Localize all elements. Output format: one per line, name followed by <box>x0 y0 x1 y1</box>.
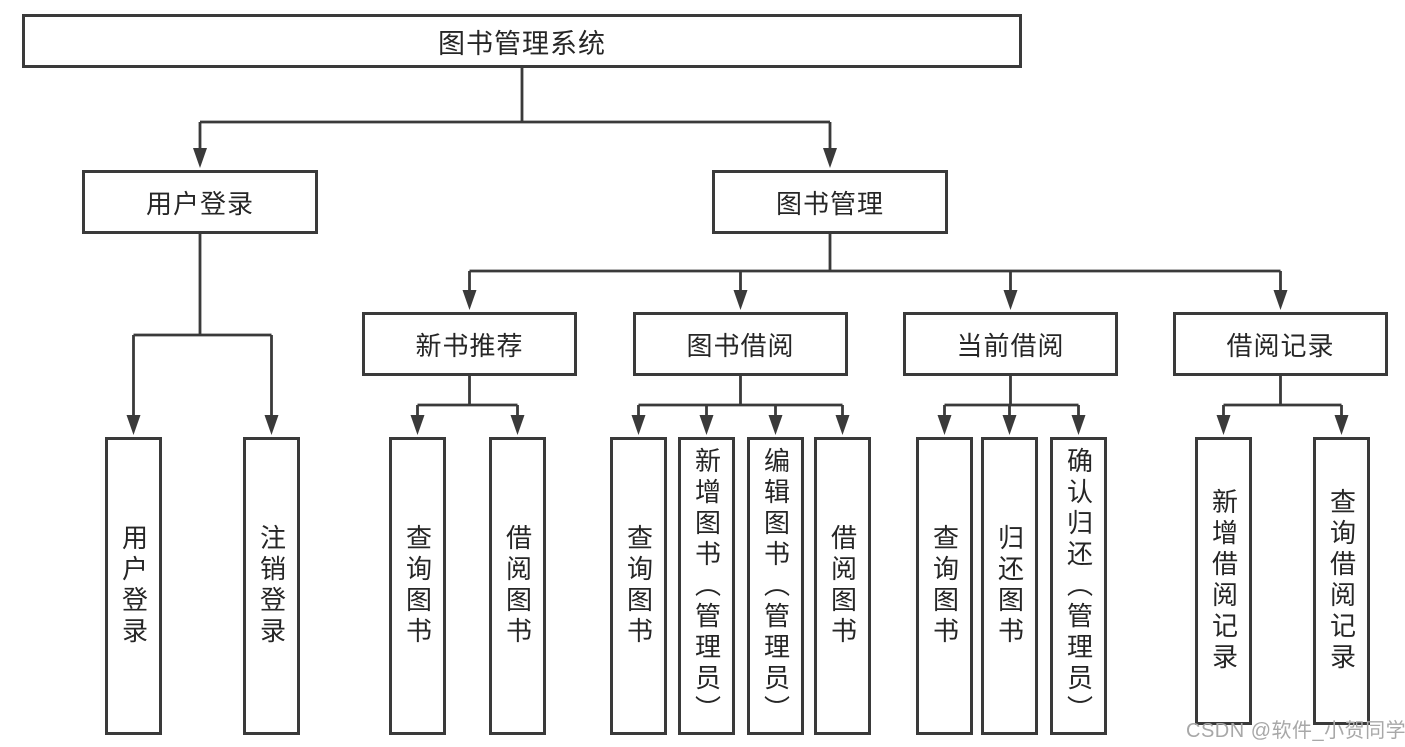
leaf-add-books-admin: 新增图书（管理员） <box>678 437 735 735</box>
node-label: 用户登录 <box>118 524 149 648</box>
node-current-borrowing: 当前借阅 <box>903 312 1118 376</box>
leaf-borrow-books-borrowing: 借阅图书 <box>814 437 871 735</box>
node-label: 查询借阅记录 <box>1326 488 1357 674</box>
arrowhead <box>835 415 850 435</box>
node-label: 当前借阅 <box>956 330 1065 361</box>
arrowhead <box>631 415 646 435</box>
arrowhead <box>1002 415 1017 435</box>
arrowhead <box>823 148 837 168</box>
node-label: 新增图书（管理员） <box>691 446 722 726</box>
node-label: 注销登录 <box>256 524 287 648</box>
node-label: 查询图书 <box>623 524 654 648</box>
node-label: 借阅图书 <box>827 524 858 648</box>
leaf-query-books-recommend: 查询图书 <box>389 437 446 735</box>
node-label: 归还图书 <box>994 524 1025 648</box>
arrowhead <box>410 415 425 435</box>
node-label: 图书管理系统 <box>438 28 606 59</box>
node-borrowing-records: 借阅记录 <box>1173 312 1388 376</box>
leaf-query-books-borrowing: 查询图书 <box>610 437 667 735</box>
leaf-user-login: 用户登录 <box>105 437 162 735</box>
node-label: 编辑图书（管理员） <box>760 446 791 726</box>
node-new-book-recommendation: 新书推荐 <box>362 312 577 376</box>
node-label: 新书推荐 <box>415 330 524 361</box>
node-label: 确认归还（管理员） <box>1063 446 1094 726</box>
arrowhead <box>510 415 525 435</box>
node-label: 新增借阅记录 <box>1208 488 1239 674</box>
arrowhead <box>264 415 279 435</box>
node-label: 用户登录 <box>145 188 254 219</box>
node-book-management: 图书管理 <box>712 170 948 234</box>
arrowhead <box>937 415 952 435</box>
node-label: 图书管理 <box>775 188 884 219</box>
arrowhead <box>1216 415 1231 435</box>
node-book-borrowing: 图书借阅 <box>633 312 848 376</box>
node-label: 查询图书 <box>402 524 433 648</box>
leaf-logout: 注销登录 <box>243 437 300 735</box>
arrowhead <box>193 148 207 168</box>
arrowhead <box>768 415 783 435</box>
leaf-query-borrow-record: 查询借阅记录 <box>1313 437 1370 725</box>
leaf-borrow-books-recommend: 借阅图书 <box>489 437 546 735</box>
arrowhead <box>462 290 477 310</box>
csdn-watermark: CSDN @软件_小贺同学 <box>1186 720 1405 742</box>
leaf-add-borrow-record: 新增借阅记录 <box>1195 437 1252 725</box>
arrowhead <box>699 415 714 435</box>
node-label: 查询图书 <box>929 524 960 648</box>
node-label: 借阅记录 <box>1226 330 1335 361</box>
arrowhead <box>733 290 748 310</box>
arrowhead <box>1334 415 1349 435</box>
node-user-login: 用户登录 <box>82 170 318 234</box>
leaf-confirm-return-admin: 确认归还（管理员） <box>1050 437 1107 735</box>
arrowhead <box>126 415 141 435</box>
arrowhead <box>1273 290 1288 310</box>
arrowhead <box>1003 290 1018 310</box>
arrowhead <box>1071 415 1086 435</box>
leaf-return-books: 归还图书 <box>981 437 1038 735</box>
leaf-query-books-current: 查询图书 <box>916 437 973 735</box>
node-library-management-system: 图书管理系统 <box>22 14 1022 68</box>
node-label: 图书借阅 <box>686 330 795 361</box>
node-label: 借阅图书 <box>502 524 533 648</box>
leaf-edit-books-admin: 编辑图书（管理员） <box>747 437 804 735</box>
